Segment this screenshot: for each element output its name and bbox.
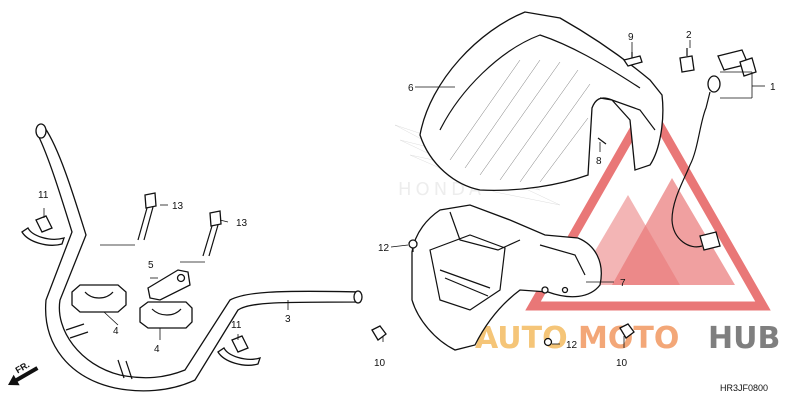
clip-9 — [622, 52, 643, 67]
callout-3: 3 — [285, 314, 291, 325]
screw-10-a — [371, 325, 387, 341]
callout-4-a: 4 — [113, 326, 119, 337]
handlebar-cover-lower — [411, 204, 602, 351]
front-direction-indicator: FR. — [8, 359, 39, 386]
callout-8: 8 — [596, 156, 602, 167]
diagram-code: HR3JF0800 — [720, 383, 768, 393]
leader-lines — [43, 40, 765, 348]
callout-10-b: 10 — [616, 358, 628, 369]
ignition-switch-harness — [671, 49, 757, 251]
handlebar — [35, 123, 363, 392]
logo-outer-triangle — [525, 95, 771, 311]
callout-labels: 1 2 3 4 4 5 6 7 8 9 10 10 11 11 12 12 13… — [38, 30, 776, 369]
handlebar-cover-upper — [419, 11, 664, 191]
cover-hatching — [449, 59, 591, 183]
bolt-13-b — [202, 210, 222, 257]
callout-5: 5 — [148, 260, 154, 271]
callout-9: 9 — [628, 32, 634, 43]
bracket — [147, 269, 191, 301]
callout-7: 7 — [620, 278, 626, 289]
callout-6: 6 — [408, 83, 414, 94]
handlebar-grip-rings — [65, 323, 133, 380]
band-clamp-upper — [21, 215, 66, 246]
front-arrow-icon — [8, 366, 39, 386]
callout-11-b: 11 — [231, 320, 242, 331]
screw-12-a — [408, 239, 418, 252]
callout-12-b: 12 — [566, 340, 578, 351]
callout-2: 2 — [686, 30, 692, 41]
logo-text-hub: HUB — [708, 321, 780, 356]
callout-1: 1 — [770, 82, 776, 93]
handlebar-holder-b — [139, 301, 193, 329]
callout-11-a: 11 — [38, 190, 49, 201]
logo-inner-mountain-right — [612, 178, 735, 285]
fastener-2 — [679, 48, 695, 73]
callout-13-a: 13 — [172, 201, 184, 212]
callout-12-a: 12 — [378, 243, 390, 254]
callout-13-b: 13 — [236, 218, 248, 229]
band-clamp-lower — [217, 335, 262, 366]
logo-text-auto: AUTO — [475, 321, 568, 356]
callout-4-b: 4 — [154, 344, 160, 355]
bolt-13-a — [137, 192, 157, 241]
honda-wordmark: HONDA — [398, 179, 485, 200]
screw-12-b — [543, 337, 553, 347]
callout-10-a: 10 — [374, 358, 386, 369]
handlebar-holder-a — [71, 284, 127, 313]
automotohub-logo: AUTO MOTO HUB — [475, 95, 780, 356]
clip-8 — [597, 137, 607, 145]
screw-10-b — [619, 323, 635, 339]
